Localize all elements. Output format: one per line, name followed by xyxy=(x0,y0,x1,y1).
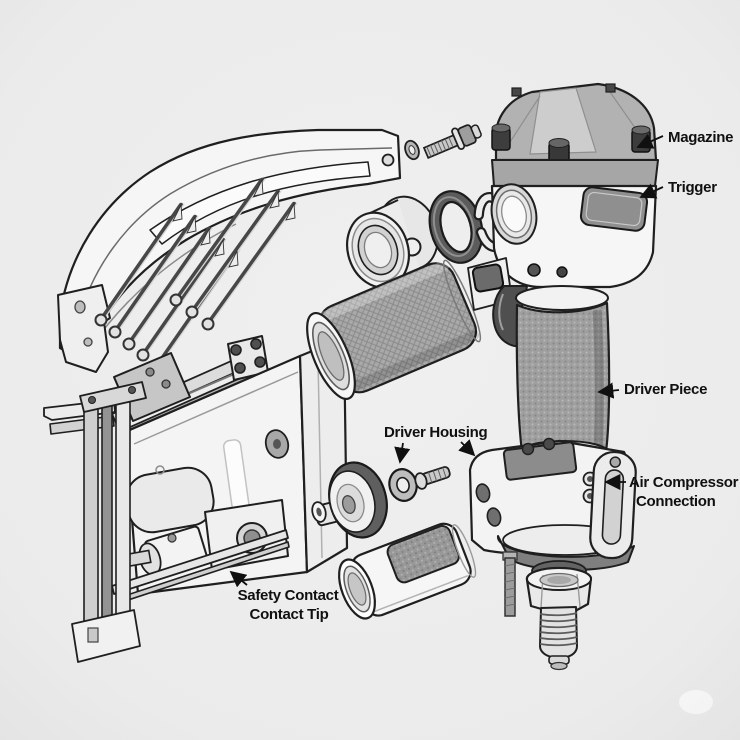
assembled-nailer xyxy=(467,82,659,671)
belt-hook-bracket xyxy=(589,450,637,560)
label-safety-contact-line1: Safety Contact xyxy=(238,587,339,604)
leader-driver-housing-block xyxy=(458,439,476,457)
label-driver-housing: Driver Housing xyxy=(384,424,487,441)
label-air-compressor-line2: Connection xyxy=(636,493,716,510)
leader-safety-contact xyxy=(229,570,248,588)
label-trigger: Trigger xyxy=(668,179,717,196)
trigger-pad xyxy=(579,186,649,232)
o-ring-seal xyxy=(428,190,484,264)
leader-driver-housing-washer xyxy=(394,442,411,464)
air-fitting-bolt xyxy=(525,560,593,671)
nail-strips xyxy=(94,177,298,373)
leader-driver-piece xyxy=(597,382,620,399)
leader-magazine xyxy=(636,133,664,149)
magazine-rail xyxy=(71,381,147,663)
cap-bolt xyxy=(404,124,482,161)
driver-piston xyxy=(311,461,388,539)
magazine-cover-arm xyxy=(57,128,402,373)
driver-pin-bolt xyxy=(414,466,451,490)
leader-trigger xyxy=(639,183,664,199)
label-magazine: Magazine xyxy=(668,129,733,146)
guide-rod xyxy=(502,551,518,617)
driver-washer xyxy=(388,468,418,502)
cylinder-sleeve xyxy=(306,259,482,400)
piston-bushing xyxy=(346,195,439,289)
driver-cylinder xyxy=(338,522,477,620)
watermark xyxy=(679,690,713,714)
grip-sleeve xyxy=(515,285,611,464)
label-safety-contact-line2: Contact Tip xyxy=(250,606,329,623)
label-driver-piece: Driver Piece xyxy=(624,381,707,398)
top-cap xyxy=(491,82,659,187)
callout-labels: Magazine Trigger Driver Piece Air Compre… xyxy=(229,129,739,623)
label-air-compressor-line1: Air Compressor xyxy=(629,474,739,491)
